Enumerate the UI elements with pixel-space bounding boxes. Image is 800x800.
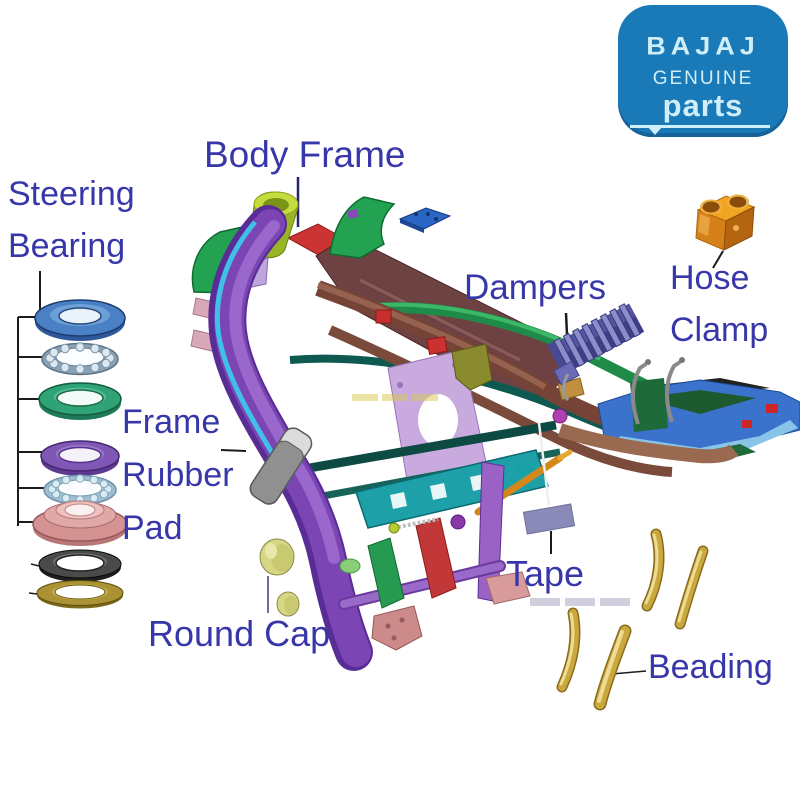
label-dampers: Dampers [464,268,606,307]
bearing-ball-race-upper [41,342,119,376]
label-beading: Beading [648,648,773,686]
label-body-frame: Body Frame [204,134,406,175]
label-steering-bearing: Steering Bearing [8,168,135,272]
bearing-ball-race-lower [43,474,117,506]
label-frame-rubber-pad: Frame Rubber Pad [122,403,234,547]
body-frame-illustration [190,191,800,671]
round-cap-part [259,538,300,617]
bearing-cone-salmon [32,500,128,546]
logo-brand-text: BAJAJ [646,32,760,60]
frame-rubber-pad-part [249,427,313,505]
logo-underline [630,125,770,128]
bearing-ring-green [38,382,122,420]
label-round-cap: Round Cap [148,613,331,654]
bearing-ring-purple [40,440,120,476]
beading-parts [556,528,709,711]
logo-genuine-text: GENUINE [652,68,754,89]
label-steering-bearing-line1: Steering [8,175,135,213]
bajaj-genuine-parts-logo: BAJAJ GENUINE parts [618,5,788,137]
steering-bearing-stack [32,299,128,609]
label-tape: Tape [506,553,585,594]
tape-part [522,503,576,535]
label-hose-clamp: Hose Clamp [670,259,769,349]
damper-part [546,303,645,402]
hose-clamp-part [695,194,756,251]
logo-parts-text: parts [662,88,744,123]
label-steering-bearing-line2: Bearing [8,227,126,265]
tape-leader-line [537,422,551,507]
logo-underline-notch-icon [648,127,662,135]
bearing-ring-blue [34,299,126,341]
frame-blue-plate [398,207,452,233]
leader-lines [17,177,724,675]
frame-rear-tail [557,357,800,464]
bearing-seal-black [38,549,122,582]
bearing-washer-gold [36,580,124,609]
